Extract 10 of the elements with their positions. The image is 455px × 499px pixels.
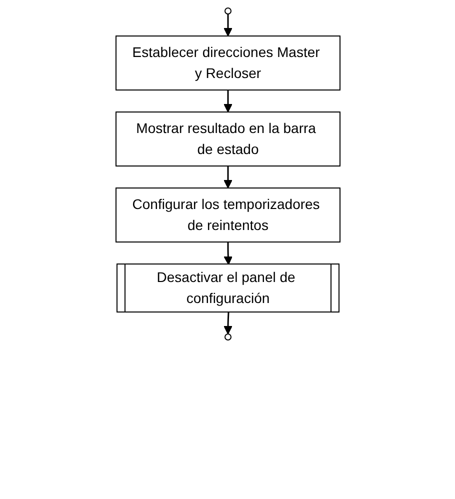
- arrow: [223, 14, 232, 36]
- node-box: Mostrar resultado en la barra de estado: [115, 112, 340, 166]
- node-circle: [224, 8, 231, 14]
- arrow: [223, 166, 232, 188]
- node-circle: [224, 334, 231, 340]
- node-box: Configurar los temporizadores de reintentos: [115, 188, 340, 242]
- arrow: [223, 90, 232, 112]
- arrow: [223, 242, 232, 265]
- node-box: Establecer direcciones Master y Recloser: [115, 36, 340, 90]
- arrow: [223, 312, 232, 334]
